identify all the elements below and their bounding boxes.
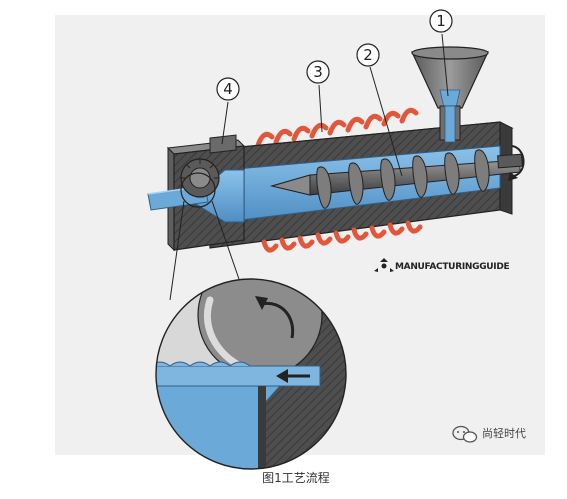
roller-rotation-arrow-icon [261, 301, 295, 339]
zoom-detail-frame [155, 278, 347, 470]
callout-4-label: 4 [223, 80, 233, 98]
hopper [411, 46, 489, 143]
zoom-indicator [169, 172, 241, 301]
callout-3-label: 3 [313, 63, 323, 81]
callout-1: 1 [429, 9, 453, 97]
figure-caption: 图1工艺流程 [262, 470, 330, 485]
watermark-text: 尚轻时代 [482, 426, 526, 440]
drive-shaft [497, 153, 523, 169]
brand-logo-icon [374, 258, 394, 272]
callout-3: 3 [306, 60, 330, 133]
wechat-icon [452, 425, 478, 443]
brand-logo: MANUFACTURINGGUIDE [374, 258, 510, 272]
callout-1-label: 1 [436, 12, 446, 30]
brand-logo-text: MANUFACTURINGGUIDE [395, 262, 510, 272]
rotation-arrowhead-icon [508, 172, 518, 181]
watermark: 尚轻时代 [452, 425, 526, 443]
callout-2-label: 2 [363, 46, 373, 64]
heater-coils-front [261, 220, 423, 253]
heater-coils-back [255, 107, 419, 148]
rotation-arrow-icon [511, 145, 525, 177]
callout-4: 4 [216, 77, 240, 145]
screw [270, 149, 521, 209]
callout-2: 2 [356, 43, 403, 177]
